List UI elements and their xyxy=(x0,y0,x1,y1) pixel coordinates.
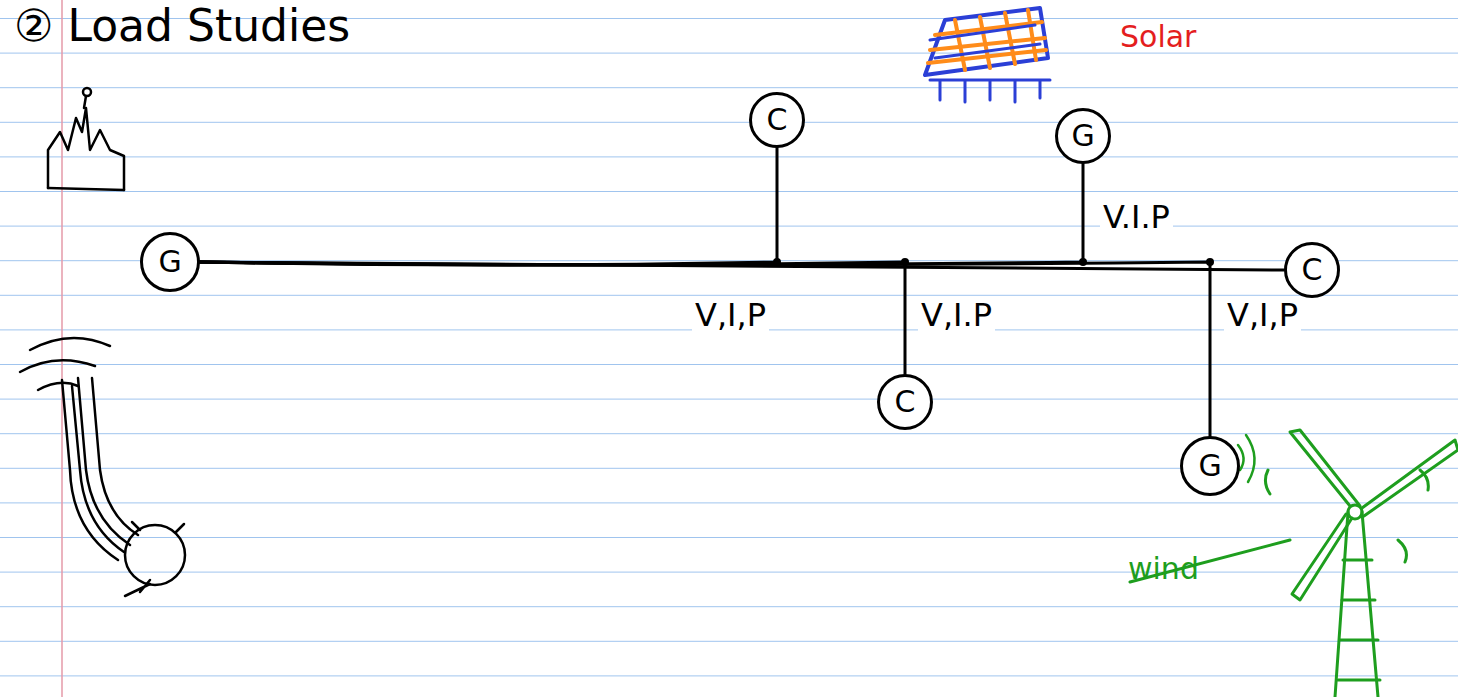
node-letter: G xyxy=(1198,451,1221,481)
quantity-label: V,I,P xyxy=(1224,298,1301,333)
quantity-label: V,I.P xyxy=(918,298,995,333)
node-letter: G xyxy=(158,247,181,277)
device-circle: C xyxy=(749,92,805,148)
device-circle: G xyxy=(1180,436,1240,496)
node-letter: C xyxy=(767,105,788,135)
hydro-icon xyxy=(20,338,185,596)
device-circle: G xyxy=(140,232,200,292)
page-title: ② Load Studies xyxy=(14,2,350,50)
device-circle: C xyxy=(877,374,933,430)
factory-icon xyxy=(48,88,124,190)
bus-connector xyxy=(200,262,1210,436)
source-label: wind xyxy=(1128,552,1199,585)
node-letter: G xyxy=(1071,121,1094,151)
bus-connector xyxy=(200,262,905,374)
junction-dot xyxy=(1206,258,1214,266)
device-circle: C xyxy=(1284,242,1340,298)
quantity-label: V.I.P xyxy=(1100,200,1173,235)
source-label: Solar xyxy=(1120,20,1196,53)
bus-connector xyxy=(200,164,1083,265)
node-letter: C xyxy=(895,387,916,417)
node-letter: C xyxy=(1302,255,1323,285)
bus-connector xyxy=(200,148,777,265)
solar-panel-icon xyxy=(925,8,1050,102)
quantity-label: V,I,P xyxy=(692,298,769,333)
motion-mark xyxy=(1238,435,1255,482)
device-circle: G xyxy=(1055,108,1111,164)
